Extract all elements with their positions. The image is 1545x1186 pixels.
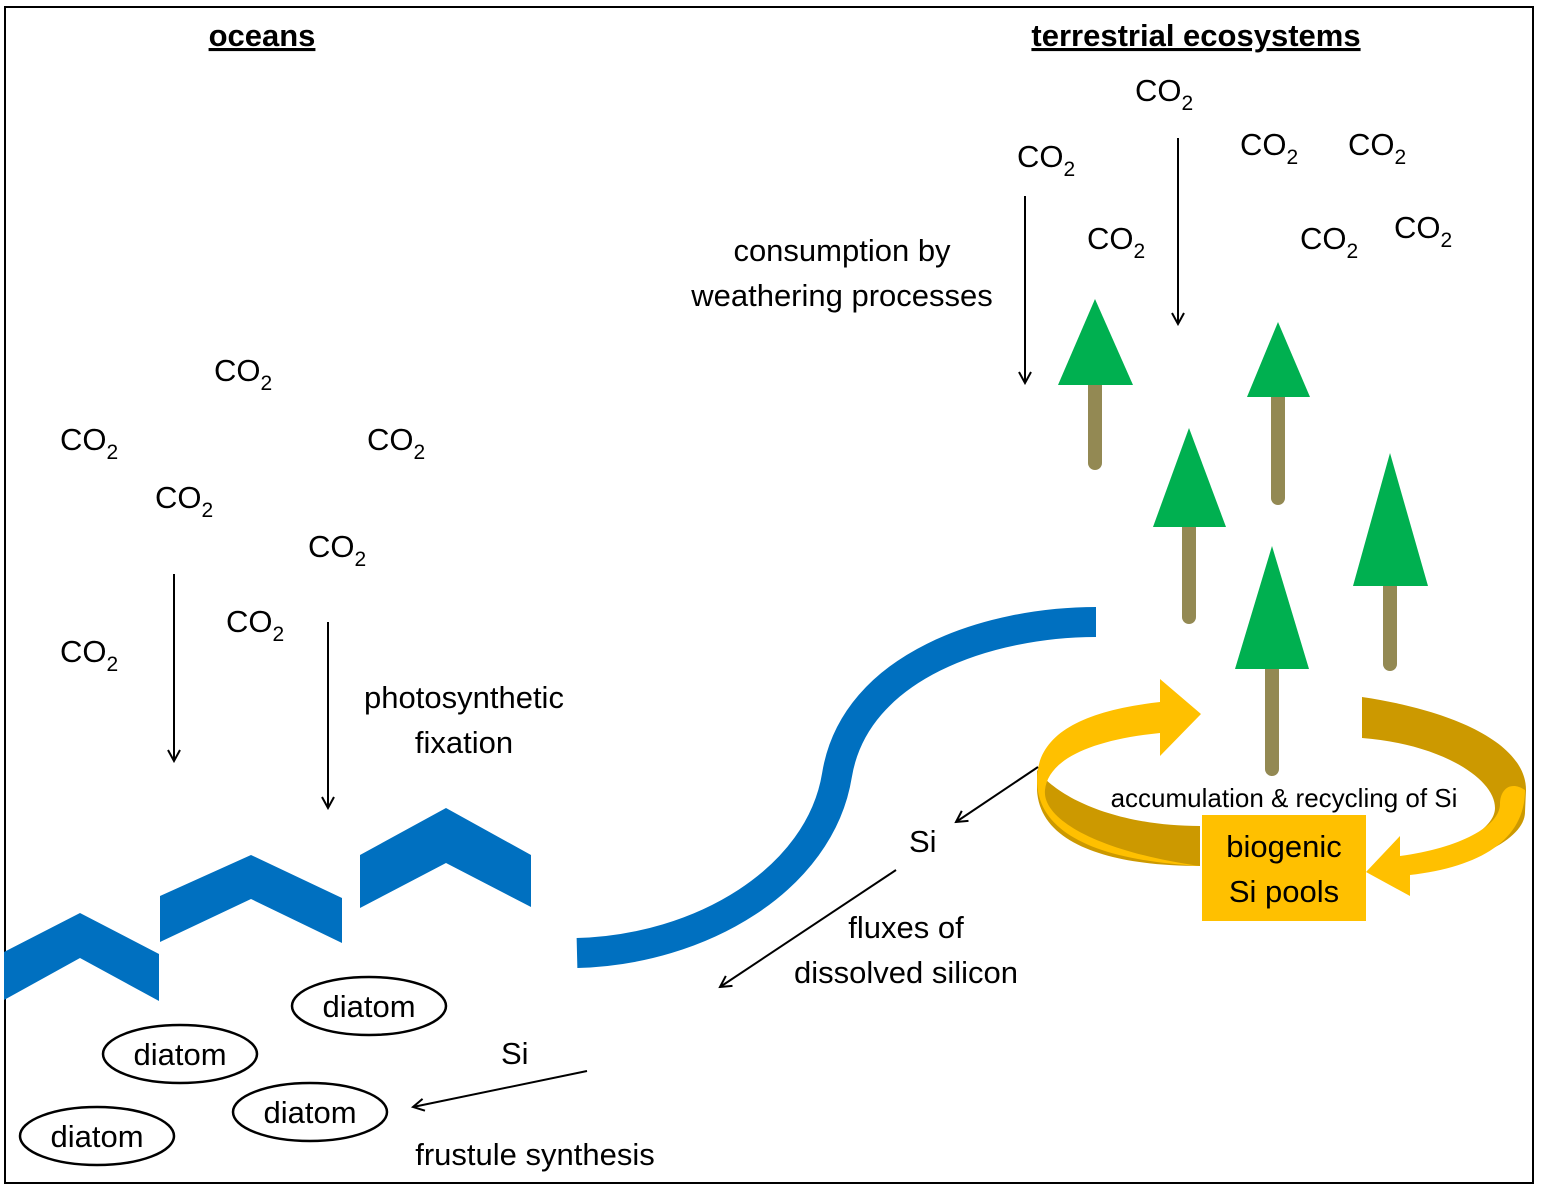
tree	[1353, 453, 1428, 671]
svg-text:diatom: diatom	[263, 1095, 356, 1130]
co2-label: CO2	[1348, 127, 1406, 169]
co2-label: CO2	[1087, 221, 1145, 263]
tree	[1247, 322, 1310, 505]
tree-foliage	[1235, 546, 1309, 669]
frustule-synthesis-label: frustule synthesis	[415, 1137, 655, 1172]
co2-label: CO2	[367, 422, 425, 464]
svg-text:diatom: diatom	[133, 1037, 226, 1072]
arrow-dissolved-si-flux	[720, 869, 897, 987]
co2-label: CO2	[60, 422, 118, 464]
co2-label: CO2	[226, 604, 284, 646]
co2-label: CO2	[1135, 73, 1193, 115]
recycling-arrow-front	[1037, 679, 1201, 866]
ocean-wave	[360, 808, 531, 908]
oceans-header: oceans	[209, 18, 316, 53]
co2-label: CO2	[155, 480, 213, 522]
biogenic-si-pools-label: Si pools	[1229, 874, 1339, 909]
tree-foliage	[1058, 299, 1133, 385]
fluxes-label: fluxes of	[848, 910, 964, 945]
co2-label: CO2	[60, 634, 118, 676]
accumulation-label: accumulation & recycling of Si	[1111, 783, 1458, 813]
si-label-land: Si	[909, 824, 937, 859]
svg-text:diatom: diatom	[50, 1119, 143, 1154]
co2-label: CO2	[1017, 139, 1075, 181]
arrow-frustule-synthesis	[413, 1070, 588, 1107]
diatom: diatom	[18, 1105, 176, 1167]
ocean-wave	[160, 855, 342, 943]
co2-label: CO2	[308, 529, 366, 571]
tree	[1058, 299, 1133, 470]
consumption-label: weathering processes	[690, 278, 993, 313]
svg-text:diatom: diatom	[322, 989, 415, 1024]
tree-foliage	[1353, 453, 1428, 586]
photosynthetic-fixation-label: photosynthetic	[364, 680, 564, 715]
tree-foliage	[1153, 428, 1226, 527]
ocean-wave	[4, 913, 159, 1001]
terrestrial-header: terrestrial ecosystems	[1031, 18, 1360, 53]
diatom: diatom	[231, 1081, 389, 1143]
biogenic-si-pools-label: biogenic	[1226, 829, 1341, 864]
recycling-arrow-back	[1037, 770, 1200, 866]
co2-label: CO2	[214, 353, 272, 395]
photosynthetic-fixation-label: fixation	[415, 725, 513, 760]
diatom: diatom	[101, 1023, 259, 1085]
river	[576, 607, 1097, 968]
arrow-si-release	[956, 766, 1039, 822]
co2-label: CO2	[1300, 221, 1358, 263]
biogenic-si-pools-box	[1202, 815, 1366, 921]
tree-foliage	[1247, 322, 1310, 397]
co2-label: CO2	[1240, 127, 1298, 169]
consumption-label: consumption by	[733, 233, 951, 268]
diagram-frame	[4, 6, 1534, 1184]
tree	[1153, 428, 1226, 624]
fluxes-label: dissolved silicon	[794, 955, 1018, 990]
diatom: diatom	[290, 975, 448, 1037]
co2-label: CO2	[1394, 210, 1452, 252]
recycling-arrow-front	[1366, 785, 1525, 896]
tree	[1235, 546, 1309, 776]
si-label-ocean: Si	[501, 1036, 529, 1071]
